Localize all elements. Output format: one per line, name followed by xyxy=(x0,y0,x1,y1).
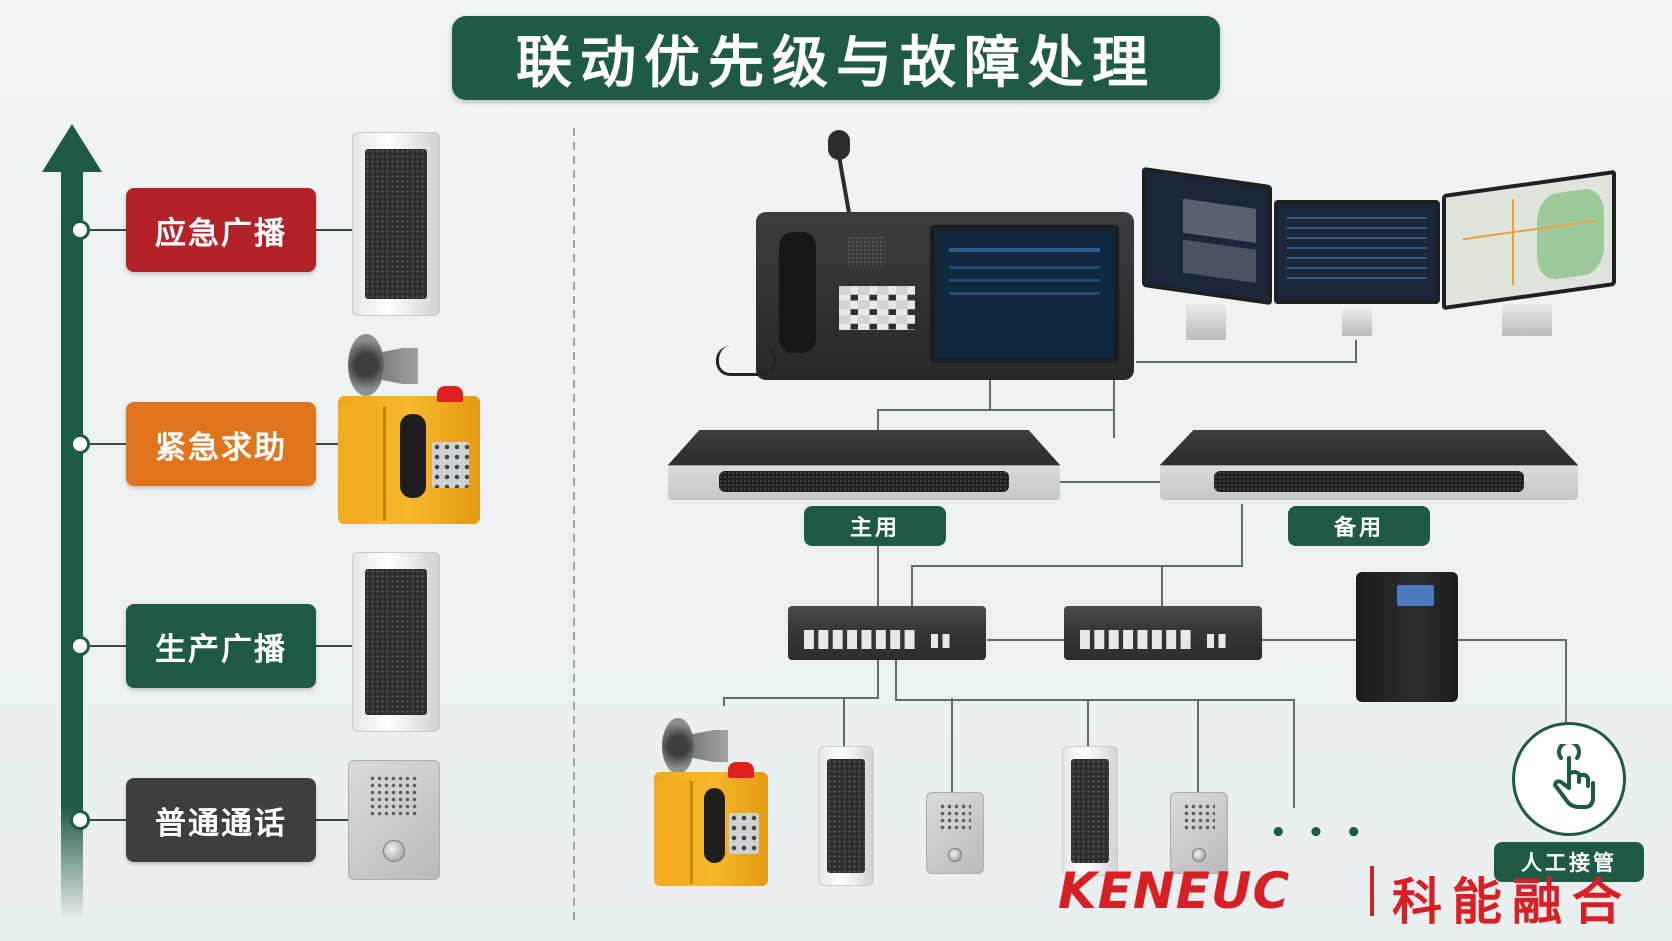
server-backup-icon xyxy=(1160,430,1578,500)
brand-logo-chinese: 科能融合 xyxy=(1392,873,1632,931)
priority-normal-call: 普通通话 xyxy=(126,778,316,862)
priority-axis-arrow xyxy=(42,124,102,172)
dispatch-console-icon xyxy=(756,212,1134,380)
intercom-panel-icon xyxy=(1170,792,1228,874)
network-switch-icon xyxy=(1064,606,1262,660)
primary-label: 主用 xyxy=(804,506,946,546)
intercom-panel-icon xyxy=(348,760,440,880)
priority-emergency-help: 紧急求助 xyxy=(126,402,316,486)
intercom-panel-icon xyxy=(926,792,984,874)
brand-divider xyxy=(1370,866,1374,916)
emergency-phone-icon xyxy=(338,386,480,524)
monitor-video-icon xyxy=(1142,166,1272,346)
monitor-dashboard-icon xyxy=(1274,200,1440,340)
axis-node-1 xyxy=(70,220,90,240)
touch-hand-icon-svg xyxy=(1553,744,1595,809)
priority-axis xyxy=(61,160,83,920)
priority-emergency-broadcast: 应急广播 xyxy=(126,188,316,272)
column-speaker-icon xyxy=(352,552,440,732)
backup-label: 备用 xyxy=(1288,506,1430,546)
ups-icon xyxy=(1356,572,1458,702)
network-switch-icon xyxy=(788,606,986,660)
server-primary-icon xyxy=(668,430,1060,500)
brand-logo-latin: KENEUC xyxy=(1058,862,1291,920)
microphone-icon xyxy=(828,130,856,240)
column-speaker-icon xyxy=(1062,746,1118,876)
monitor-map-icon xyxy=(1442,169,1616,340)
manual-takeover-label: 人工接管 xyxy=(1494,842,1644,882)
phone-cord-icon xyxy=(716,346,776,376)
column-speaker-icon xyxy=(818,746,874,886)
axis-node-2 xyxy=(70,434,90,454)
page-title: 联动优先级与故障处理 xyxy=(452,16,1220,100)
touch-hand-icon xyxy=(1512,722,1626,836)
column-speaker-icon xyxy=(352,132,440,316)
horn-speaker-icon xyxy=(658,716,728,776)
emergency-phone-icon xyxy=(654,762,768,886)
horn-speaker-icon xyxy=(344,330,418,400)
priority-production-broadcast: 生产广播 xyxy=(126,604,316,688)
more-devices-ellipsis: • • • xyxy=(1270,818,1368,848)
axis-node-3 xyxy=(70,636,90,656)
axis-node-4 xyxy=(70,810,90,830)
